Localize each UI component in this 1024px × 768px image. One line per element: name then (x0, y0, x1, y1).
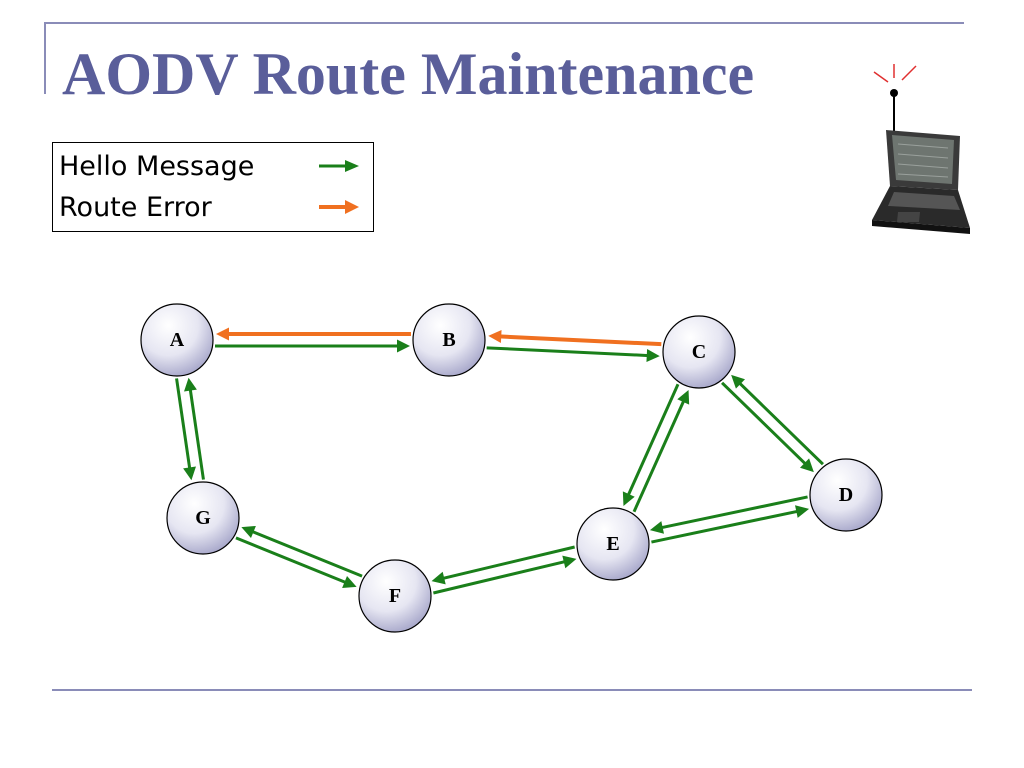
node-F: F (358, 559, 432, 633)
node-C: C (662, 315, 736, 389)
edge-hello-G-A (184, 377, 205, 480)
node-D: D (809, 458, 883, 532)
title-left-rule (44, 22, 46, 94)
node-E: E (576, 507, 650, 581)
edge-hello-G-F (235, 536, 357, 589)
legend-hello-arrow-icon (319, 160, 359, 172)
node-circle (809, 458, 883, 532)
edge-hello-F-E (433, 555, 577, 595)
edge-hello-E-F (431, 545, 575, 585)
legend-error-arrow-icon (319, 200, 359, 214)
node-circle (358, 559, 432, 633)
node-A: A (140, 303, 214, 377)
node-label: G (195, 507, 211, 529)
laptop-antenna-icon (872, 64, 970, 234)
edge-hello-E-C (632, 390, 690, 513)
edge-hello-C-E (622, 383, 680, 506)
edge-hello-D-C (731, 374, 824, 466)
node-circle (140, 303, 214, 377)
legend-box: Hello Message Route Error (52, 142, 374, 232)
title-top-rule (44, 22, 964, 24)
node-circle (662, 315, 736, 389)
edge-hello-E-D (651, 505, 810, 544)
node-circle (412, 303, 486, 377)
node-circle (166, 481, 240, 555)
slide-title: AODV Route Maintenance (62, 41, 755, 107)
edge-hello-A-B (215, 339, 410, 353)
node-label: E (606, 533, 619, 555)
edge-hello-C-D (721, 381, 814, 473)
bottom-rule (52, 689, 972, 691)
node-G: G (166, 481, 240, 555)
node-label: F (389, 585, 401, 607)
edge-hello-D-E (649, 495, 808, 534)
node-label: B (442, 329, 455, 351)
edge-hello-F-G (241, 525, 363, 578)
edge-hello-B-C (486, 346, 660, 362)
edge-error-B-A (216, 327, 411, 341)
node-circle (576, 507, 650, 581)
node-label: C (692, 341, 706, 363)
edge-error-C-B (488, 330, 662, 347)
legend-error-label: Route Error (59, 192, 212, 223)
legend-hello-label: Hello Message (59, 151, 255, 182)
node-label: D (839, 484, 853, 506)
node-label: A (170, 329, 185, 351)
node-B: B (412, 303, 486, 377)
edge-hello-A-G (175, 378, 196, 481)
